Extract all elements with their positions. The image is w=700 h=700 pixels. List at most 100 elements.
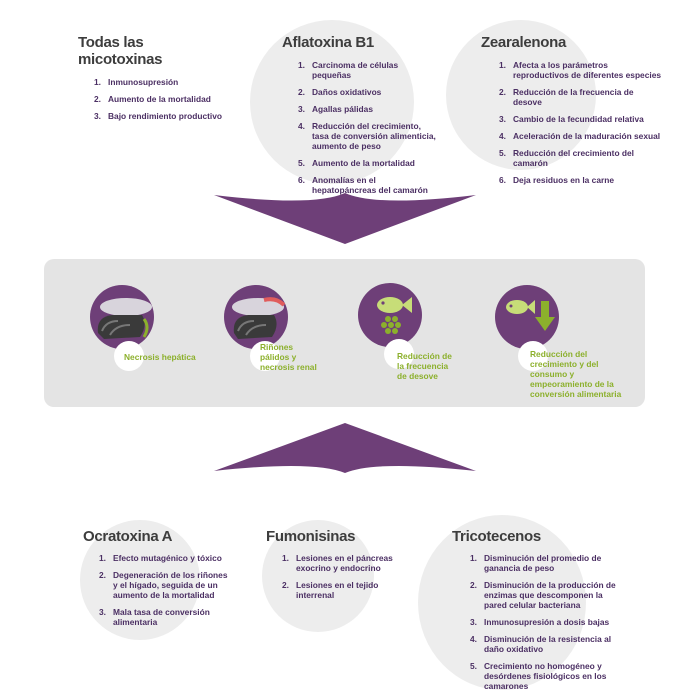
list-item: 2. Disminución de la producción de enzima… bbox=[470, 580, 620, 610]
item-number: 2. bbox=[470, 580, 477, 590]
effect-bubble bbox=[518, 341, 548, 371]
item-number: 1. bbox=[499, 60, 506, 70]
zearalenona-circle bbox=[446, 20, 596, 170]
list-item: 6. Deja residuos en la carne bbox=[499, 175, 664, 185]
effect-caption: Necrosis hepática bbox=[124, 352, 196, 362]
list-item: 2. Daños oxidativos bbox=[298, 87, 436, 97]
list-item: 2. Aumento de la mortalidad bbox=[94, 94, 228, 104]
list-item: 5.Aumento de la mortalidad bbox=[298, 158, 436, 168]
item-number: 1. bbox=[94, 77, 101, 87]
effect-kidney bbox=[224, 285, 288, 349]
item-number: 1. bbox=[282, 553, 289, 563]
item-text: Deja residuos en la carne bbox=[513, 175, 615, 185]
aflatoxina-circle bbox=[250, 20, 414, 184]
item-number: 2. bbox=[94, 94, 101, 104]
item-text: Reducción del crecimiento del camarón bbox=[513, 148, 635, 168]
effect-fish-growth bbox=[495, 285, 559, 349]
down-arrow-shape bbox=[214, 193, 476, 244]
item-text: Disminución de la resistencia al daño ox… bbox=[484, 634, 612, 654]
item-number: 4. bbox=[470, 634, 477, 644]
block-title: Aflatoxina B1 bbox=[282, 34, 374, 51]
item-text: Lesiones en el tejido interrenal bbox=[296, 580, 379, 600]
fumonisinas-circle bbox=[262, 520, 374, 632]
item-text: Inmunosupresión a dosis bajas bbox=[484, 617, 610, 627]
tricotecenos-block: Tricotecenos 1. Disminución del promedio … bbox=[452, 528, 632, 698]
item-number: 6. bbox=[499, 175, 506, 185]
list-item: 1. Inmunosupresión bbox=[94, 77, 228, 87]
item-text: Lesiones en el páncreas exocrino y endoc… bbox=[296, 553, 393, 573]
list-item: 1. Efecto mutagénico y tóxico bbox=[99, 553, 229, 563]
item-text: Aumento de la mortalidad bbox=[312, 158, 415, 168]
item-number: 1. bbox=[470, 553, 477, 563]
item-text: Carcinoma de células pequeñas bbox=[312, 60, 399, 80]
item-text: Reducción del crecimiento, tasa de conve… bbox=[312, 121, 436, 151]
list-item: 3.Mala tasa de conversión alimentaria bbox=[99, 607, 229, 627]
item-number: 2. bbox=[298, 87, 305, 97]
effect-bubble bbox=[250, 341, 280, 371]
kidney-icon bbox=[232, 297, 286, 339]
block-title: Zearalenona bbox=[481, 34, 567, 51]
fish-down-arrow-icon bbox=[506, 300, 555, 331]
fish-spawn-icon bbox=[377, 297, 412, 334]
up-arrow-shape bbox=[214, 423, 476, 473]
item-text: Anomalías en el hepatopáncreas del camar… bbox=[312, 175, 428, 195]
list-item: 3.Cambio de la fecundidad relativa bbox=[499, 114, 664, 124]
item-number: 4. bbox=[298, 121, 305, 131]
item-number: 1. bbox=[99, 553, 106, 563]
block-title: Ocratoxina A bbox=[83, 528, 173, 545]
block-title: Fumonisinas bbox=[266, 528, 356, 545]
list-item: 2. Lesiones en el tejido interrenal bbox=[282, 580, 410, 600]
item-text: Agallas pálidas bbox=[312, 104, 373, 114]
effect-liver bbox=[90, 285, 154, 349]
item-text: Reducción de la frecuencia de desove bbox=[513, 87, 634, 107]
ocratoxina-circle bbox=[80, 520, 200, 640]
item-number: 3. bbox=[470, 617, 477, 627]
effect-bubble bbox=[114, 341, 144, 371]
item-text: Disminución del promedio de ganancia de … bbox=[484, 553, 602, 573]
tricotecenos-circle bbox=[418, 515, 586, 690]
list-item: 3.Bajo rendimiento productivo bbox=[94, 111, 228, 121]
todas-micotoxinas-block: Todas las micotoxinas 1.Inmunosupresión … bbox=[78, 34, 228, 128]
item-text: Aceleración de la maduración sexual bbox=[513, 131, 661, 141]
item-text: Mala tasa de conversión alimentaria bbox=[113, 607, 210, 627]
item-number: 6. bbox=[298, 175, 305, 185]
item-text: Aumento de la mortalidad bbox=[108, 94, 211, 104]
list-item: 5. Crecimiento no homogéneo y desórdenes … bbox=[470, 661, 620, 691]
item-number: 5. bbox=[470, 661, 477, 671]
item-text: Efecto mutagénico y tóxico bbox=[113, 553, 222, 563]
item-text: Daños oxidativos bbox=[312, 87, 382, 97]
item-number: 3. bbox=[94, 111, 101, 121]
list-item: 4. Reducción del crecimiento, tasa de con… bbox=[298, 121, 436, 151]
list-item: 5. Reducción del crecimiento del camarón bbox=[499, 148, 664, 168]
item-text: Disminución de la producción de enzimas … bbox=[484, 580, 616, 610]
effect-caption: Riñones pálidos y necrosis renal bbox=[260, 342, 317, 372]
fumonisinas-block: Fumonisinas 1. Lesiones en el páncreas ex… bbox=[266, 528, 416, 607]
aflatoxina-block: Aflatoxina B1 1.Carcinoma de células peq… bbox=[282, 34, 436, 202]
item-number: 3. bbox=[298, 104, 305, 114]
ocratoxina-block: Ocratoxina A 1. Efecto mutagénico y tóxic… bbox=[83, 528, 233, 634]
effects-panel: Necrosis hepática Riñones pálidos y necr… bbox=[44, 259, 645, 407]
list-item: 1.Carcinoma de células pequeñas bbox=[298, 60, 436, 80]
list-item: 2.Reducción de la frecuencia de desove bbox=[499, 87, 664, 107]
list-item: 6. Anomalías en el hepatopáncreas del cam… bbox=[298, 175, 436, 195]
block-title: Todas las micotoxinas bbox=[78, 34, 163, 68]
list-item: 2.Degeneración de los riñones y el hígad… bbox=[99, 570, 229, 600]
item-text: Afecta a los parámetros reproductivos de… bbox=[513, 60, 662, 80]
zearalenona-block: Zearalenona 1. Afecta a los parámetros re… bbox=[481, 34, 661, 192]
list-item: 4. Aceleración de la maduración sexual bbox=[499, 131, 664, 141]
item-number: 2. bbox=[282, 580, 289, 590]
list-item: 1. Disminución del promedio de ganancia d… bbox=[470, 553, 620, 573]
effect-caption: Reducción del crecimiento y del consumo … bbox=[530, 349, 622, 399]
list-item: 1. Lesiones en el páncreas exocrino y end… bbox=[282, 553, 410, 573]
list-item: 3. Inmunosupresión a dosis bajas bbox=[470, 617, 620, 627]
item-text: Crecimiento no homogéneo y desórdenes fi… bbox=[484, 661, 607, 691]
list-item: 3. Agallas pálidas bbox=[298, 104, 436, 114]
effect-bubble bbox=[384, 339, 414, 369]
item-number: 4. bbox=[499, 131, 506, 141]
effect-fish-spawn bbox=[358, 283, 422, 347]
block-title: Tricotecenos bbox=[452, 528, 541, 545]
item-number: 2. bbox=[99, 570, 106, 580]
item-text: Inmunosupresión bbox=[108, 77, 179, 87]
liver-icon bbox=[97, 298, 152, 339]
item-number: 5. bbox=[499, 148, 506, 158]
